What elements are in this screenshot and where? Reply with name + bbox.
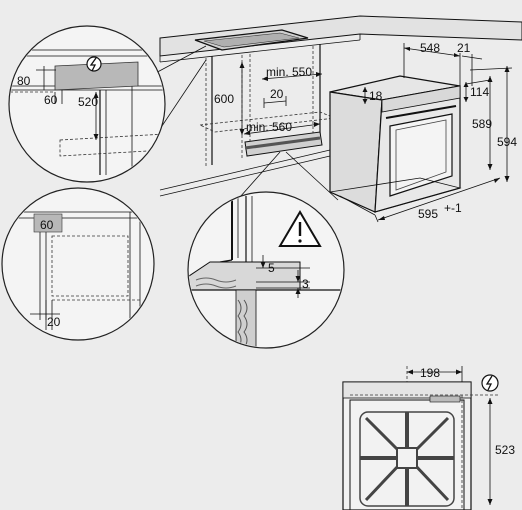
dim-60-top: 60	[44, 93, 58, 107]
dim-80: 80	[17, 74, 31, 88]
electric-connection-icon	[481, 374, 499, 392]
dim-5: 5	[268, 261, 275, 275]
detail-circle-gap: 5 3	[187, 151, 345, 349]
dim-594: 594	[497, 135, 517, 149]
dim-198: 198	[420, 366, 440, 380]
dim-20-top: 20	[270, 87, 284, 101]
dim-18: 18	[369, 89, 383, 103]
dim-114: 114	[470, 85, 489, 99]
oven-3d: 548 21 18 114 589 594 595 +-1	[328, 41, 517, 223]
electric-connection-icon	[86, 56, 102, 72]
detail-circle-electrical: 80 60 520	[8, 25, 207, 183]
main-cabinet-drawing: 600 min. 550 20 min. 560	[159, 15, 522, 197]
dim-21: 21	[457, 41, 471, 55]
dim-60-side: 60	[40, 218, 54, 232]
warning-triangle-icon	[278, 210, 322, 247]
detail-circle-side: 60 20	[1, 187, 155, 341]
dim-520: 520	[78, 95, 98, 109]
dim-20-side: 20	[47, 315, 61, 329]
dim-589: 589	[472, 117, 492, 131]
dim-3: 3	[302, 277, 309, 291]
dim-min-550: min. 550	[266, 65, 312, 79]
dim-min-560: min. 560	[246, 120, 292, 134]
dim-548: 548	[420, 41, 440, 55]
dim-600: 600	[214, 92, 234, 106]
dim-595-tolerance: +-1	[444, 201, 462, 215]
dim-595: 595	[418, 207, 438, 221]
dim-523: 523	[495, 443, 515, 457]
rear-view-oven: 198 523	[342, 366, 515, 510]
